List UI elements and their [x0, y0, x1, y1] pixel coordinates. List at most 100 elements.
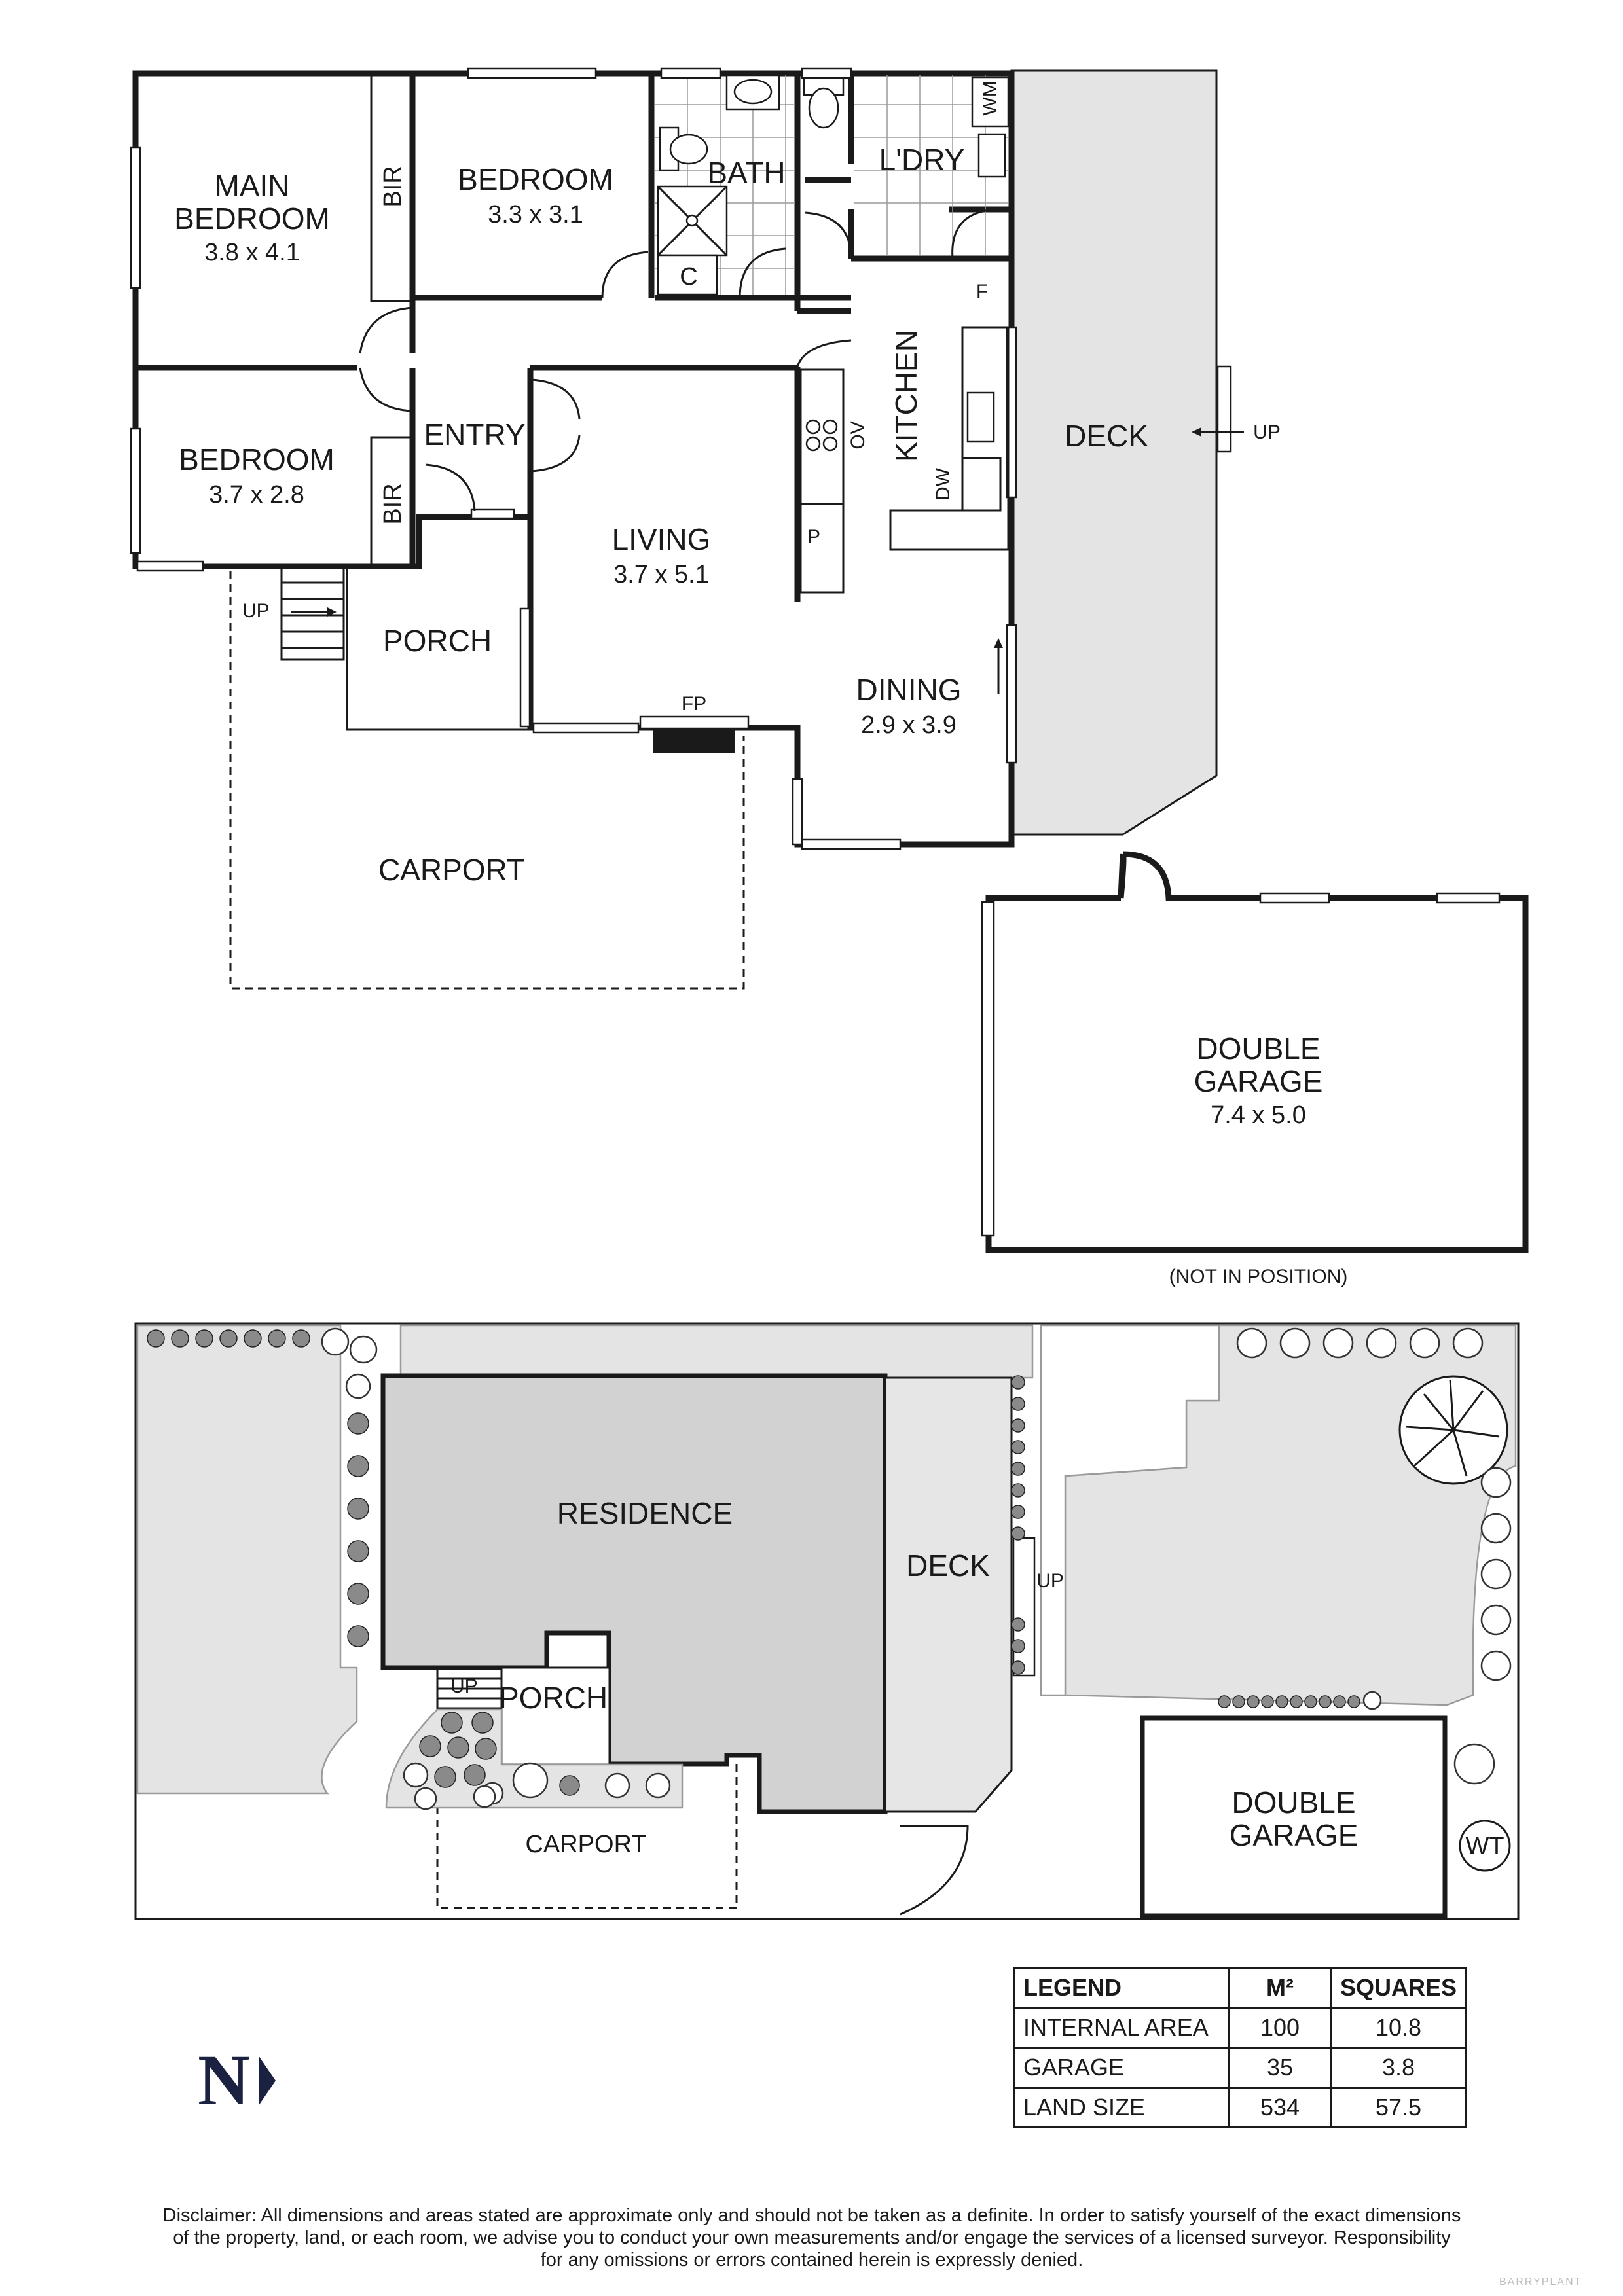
bir-main-label: BIR: [379, 166, 407, 207]
garage-wall: [985, 851, 1529, 1253]
shrub-icon: [1011, 1526, 1025, 1541]
shrub-icon: [268, 1329, 286, 1348]
site-porch: [500, 1666, 611, 1766]
carport-label: CARPORT: [378, 853, 525, 887]
pantry-label: P: [807, 526, 820, 548]
shrub-icon: [1011, 1397, 1025, 1411]
site-porch-up: UP: [450, 1676, 478, 1697]
shrub-icon: [347, 1625, 369, 1647]
shrub-icon: [403, 1762, 429, 1788]
laundry-tub: [977, 133, 1006, 178]
shrub-icon: [1362, 1691, 1382, 1710]
shrub-icon: [1275, 1695, 1288, 1708]
shrub-icon: [1011, 1660, 1025, 1675]
site-deck-label: DECK: [906, 1549, 990, 1583]
site-deck: [884, 1376, 1013, 1813]
shrub-icon: [1409, 1327, 1440, 1359]
water-tank-label: WT: [1465, 1833, 1504, 1860]
shrub-icon: [195, 1329, 213, 1348]
legend-header-row: LEGEND M² SQUARES: [1013, 1967, 1467, 2009]
shrub-icon: [414, 1787, 437, 1810]
bedroom-3-label: BEDROOM: [179, 442, 335, 476]
legend-header-m2: M²: [1228, 1967, 1332, 2009]
disclaimer-line: Disclaimer: All dimensions and areas sta…: [162, 2205, 1461, 2226]
legend-row-squares: 57.5: [1330, 2087, 1467, 2128]
shrub-icon: [1011, 1505, 1025, 1519]
garage-door: [981, 901, 995, 1237]
shrub-icon: [1011, 1483, 1025, 1498]
shrub-icon: [347, 1583, 369, 1605]
shrub-icon: [464, 1764, 486, 1786]
legend-row-m2: 35: [1228, 2047, 1332, 2089]
shrub-icon: [1333, 1695, 1346, 1708]
shrub-icon: [1261, 1695, 1274, 1708]
deck-step: [1216, 365, 1232, 453]
shrub-icon: [1347, 1695, 1360, 1708]
shrub-icon: [1366, 1327, 1397, 1359]
legend-row-squares: 3.8: [1330, 2047, 1467, 2089]
legend-header-squares: SQUARES: [1330, 1967, 1467, 2009]
legend-row-label: INTERNAL AREA: [1013, 2007, 1230, 2049]
house-outer-wall: [132, 70, 1015, 848]
legend-row-m2: 100: [1228, 2007, 1332, 2049]
deck-label: DECK: [1065, 419, 1148, 453]
cupboard-label: C: [680, 263, 697, 291]
tree-icon: [1398, 1375, 1508, 1485]
north-indicator: N: [198, 2039, 276, 2122]
shrub-icon: [434, 1766, 456, 1788]
bir-bed3-label: BIR: [379, 483, 407, 524]
shrub-icon: [1304, 1695, 1317, 1708]
shrub-icon: [1290, 1695, 1303, 1708]
fireplace: [639, 715, 750, 730]
table-row: GARAGE 35 3.8: [1013, 2047, 1467, 2089]
shrub-icon: [349, 1335, 378, 1364]
north-letter: N: [198, 2040, 250, 2120]
site-gate: [900, 1825, 969, 1916]
shrub-icon: [1218, 1695, 1231, 1708]
residence-label: RESIDENCE: [557, 1496, 733, 1530]
main-bedroom-label-2: BEDROOM: [174, 202, 330, 236]
north-arrow-icon: [259, 2055, 276, 2106]
garage-window-1: [1259, 892, 1330, 904]
shrub-icon: [512, 1762, 549, 1799]
doors: [359, 179, 996, 511]
living-dims: 3.7 x 5.1: [613, 561, 709, 588]
site-deck-step: [1012, 1537, 1036, 1677]
shrub-icon: [1236, 1327, 1267, 1359]
wm-label: WM: [979, 81, 1001, 115]
garage-note: (NOT IN POSITION): [1169, 1266, 1348, 1287]
legend-row-squares: 10.8: [1330, 2007, 1467, 2049]
shrub-icon: [1247, 1695, 1260, 1708]
shrub-icon: [1322, 1327, 1354, 1359]
bir-main-closet: [370, 74, 412, 302]
bedroom-2-label: BEDROOM: [458, 162, 613, 196]
kitchen-label: KITCHEN: [889, 330, 923, 462]
shrub-icon: [171, 1329, 189, 1348]
legend-header-label: LEGEND: [1013, 1967, 1230, 2009]
site-carport-label: CARPORT: [525, 1831, 646, 1858]
shrub-icon: [1480, 1558, 1512, 1590]
floor-plan: UP: [130, 67, 1529, 1287]
site-porch-stairs: [436, 1668, 503, 1710]
main-bedroom-dims: 3.8 x 4.1: [204, 239, 300, 266]
shrub-icon: [1011, 1440, 1025, 1454]
shrub-icon: [1011, 1617, 1025, 1632]
brand-watermark: BARRYPLANT: [1499, 2276, 1582, 2287]
shrub-icon: [1480, 1604, 1512, 1636]
garage-label-1: DOUBLE: [1196, 1031, 1320, 1066]
shrub-icon: [244, 1329, 262, 1348]
shrub-icon: [219, 1329, 238, 1348]
bath-label: BATH: [707, 156, 785, 190]
dishwasher-label: DW: [932, 467, 954, 501]
shrub-icon: [147, 1329, 165, 1348]
shrub-icon: [471, 1712, 494, 1734]
shrub-icon: [1011, 1418, 1025, 1433]
disclaimer: Disclaimer: All dimensions and areas sta…: [65, 2204, 1558, 2271]
path-right: [1040, 1324, 1220, 1696]
main-bedroom-label-1: MAIN: [215, 169, 290, 203]
entry-label: ENTRY: [424, 418, 525, 452]
shrub-icon: [447, 1736, 469, 1759]
laundry-label: L'DRY: [879, 143, 965, 177]
legend-table: LEGEND M² SQUARES INTERNAL AREA 100 10.8…: [1013, 1967, 1467, 2128]
